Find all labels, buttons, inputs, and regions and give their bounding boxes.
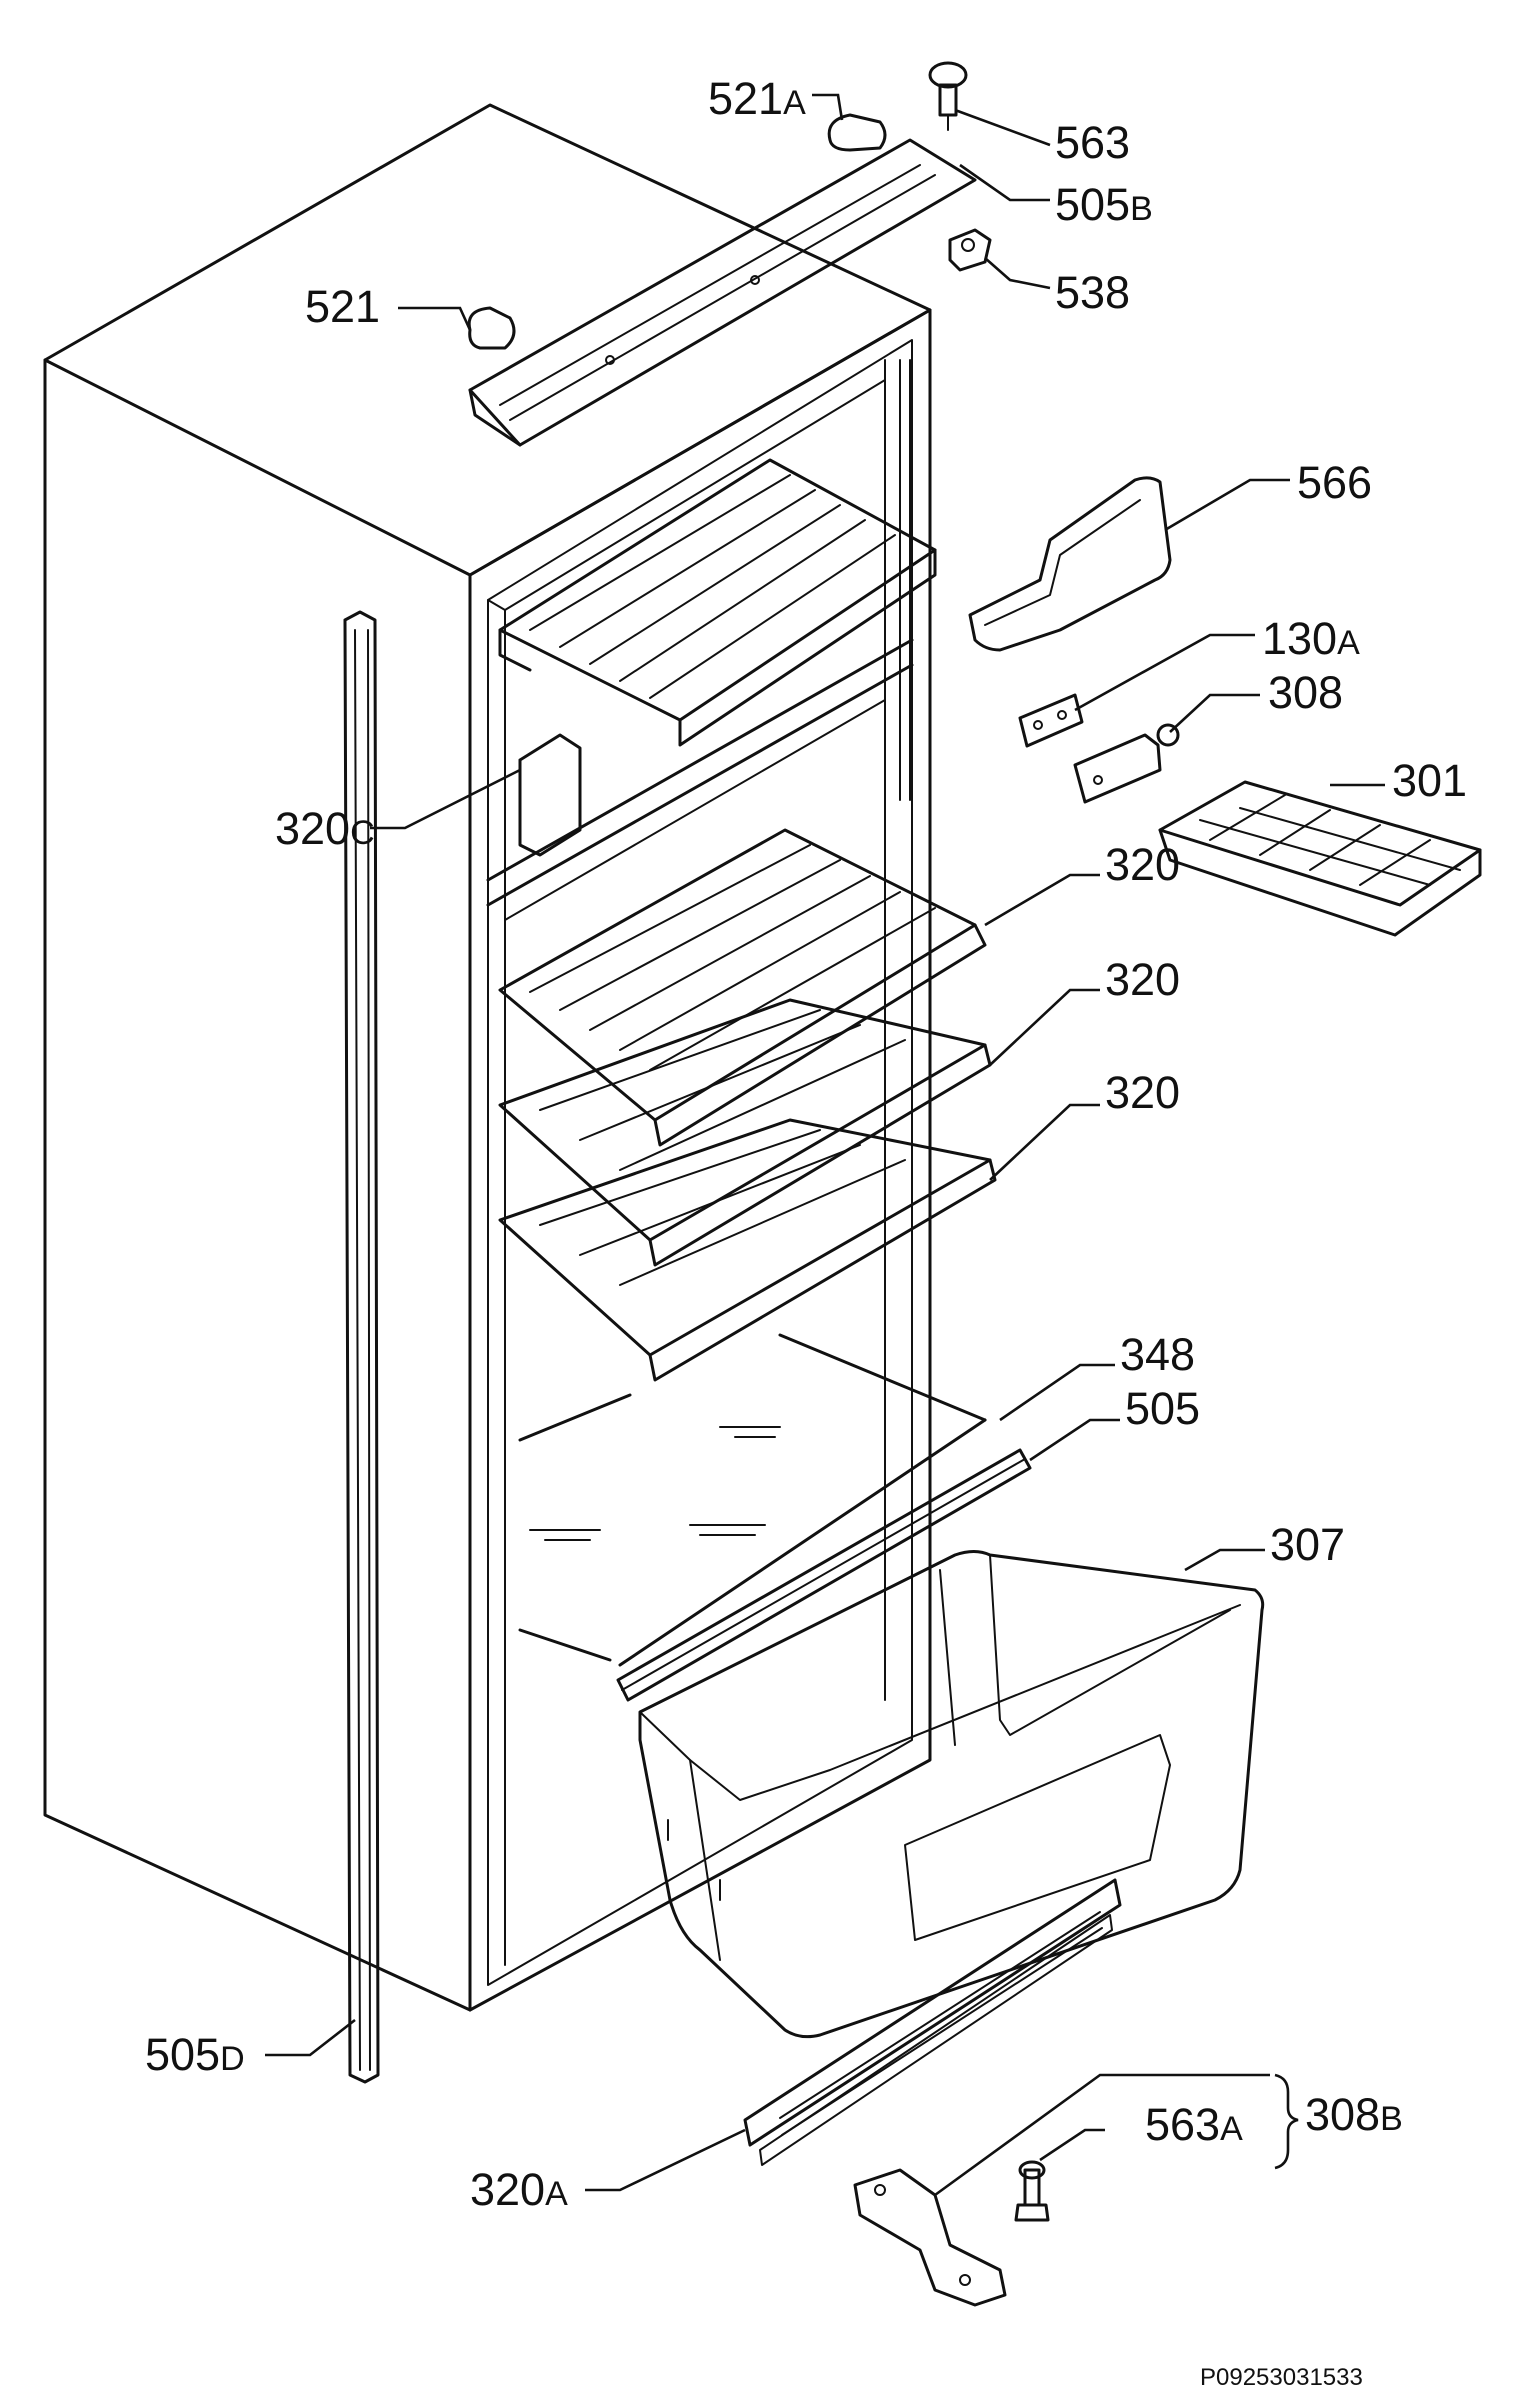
freezer-shelf <box>498 458 937 857</box>
hinge-cap-521 <box>467 306 516 350</box>
callout-320c: 320C <box>275 803 375 854</box>
callout-301: 301 <box>1392 755 1467 806</box>
ice-cube-tray <box>1158 780 1482 937</box>
mounting-plate <box>1018 693 1084 748</box>
callout-320-middle: 320 <box>1105 954 1180 1005</box>
bottom-hinge <box>853 2168 1007 2307</box>
top-hinge-bracket <box>468 138 977 447</box>
hinge-bushing-538 <box>948 228 992 272</box>
callout-521a: 521A <box>708 73 806 124</box>
callout-307: 307 <box>1270 1519 1345 1570</box>
shelf-front-trim <box>616 1448 1032 1702</box>
callout-505: 505 <box>1125 1383 1200 1434</box>
glass-shelf <box>518 1333 987 1667</box>
callout-320-lower: 320 <box>1105 1067 1180 1118</box>
group-brace <box>1274 2073 1299 2170</box>
callout-521: 521 <box>305 281 380 332</box>
callout-labels: 521A 563 505B 538 521 566 130A 308 301 3… <box>145 73 1467 2215</box>
callout-308: 308 <box>1268 667 1343 718</box>
callout-538: 538 <box>1055 267 1130 318</box>
crisper-drawer <box>638 1550 1265 2039</box>
door-seal-strip <box>343 610 380 2084</box>
callout-130a: 130A <box>1262 613 1360 664</box>
vent-grille <box>743 1878 1122 2166</box>
ice-tray-cover <box>968 476 1172 652</box>
callout-563: 563 <box>1055 117 1130 168</box>
callout-320-upper: 320 <box>1105 839 1180 890</box>
callout-308b: 308B <box>1305 2089 1403 2140</box>
fridge-shelf-lower <box>498 1118 997 1382</box>
callout-348: 348 <box>1120 1329 1195 1380</box>
fridge-shelf-middle <box>498 998 992 1267</box>
callout-320a: 320A <box>470 2164 568 2215</box>
callout-566: 566 <box>1297 457 1372 508</box>
document-reference-number: P09253031533 <box>1200 2364 1363 2391</box>
leader-lines <box>265 93 1385 2197</box>
callout-563a: 563A <box>1145 2099 1243 2150</box>
hinge-cap-521a <box>827 113 887 152</box>
hinge-pin-563a <box>1014 2160 1050 2222</box>
callout-505d: 505D <box>145 2029 245 2080</box>
middle-hinge-bracket <box>1073 723 1180 804</box>
cabinet-body <box>43 103 932 2012</box>
fridge-shelf-upper <box>498 828 987 1147</box>
hinge-pin-563 <box>928 61 968 131</box>
callout-505b: 505B <box>1055 179 1153 230</box>
